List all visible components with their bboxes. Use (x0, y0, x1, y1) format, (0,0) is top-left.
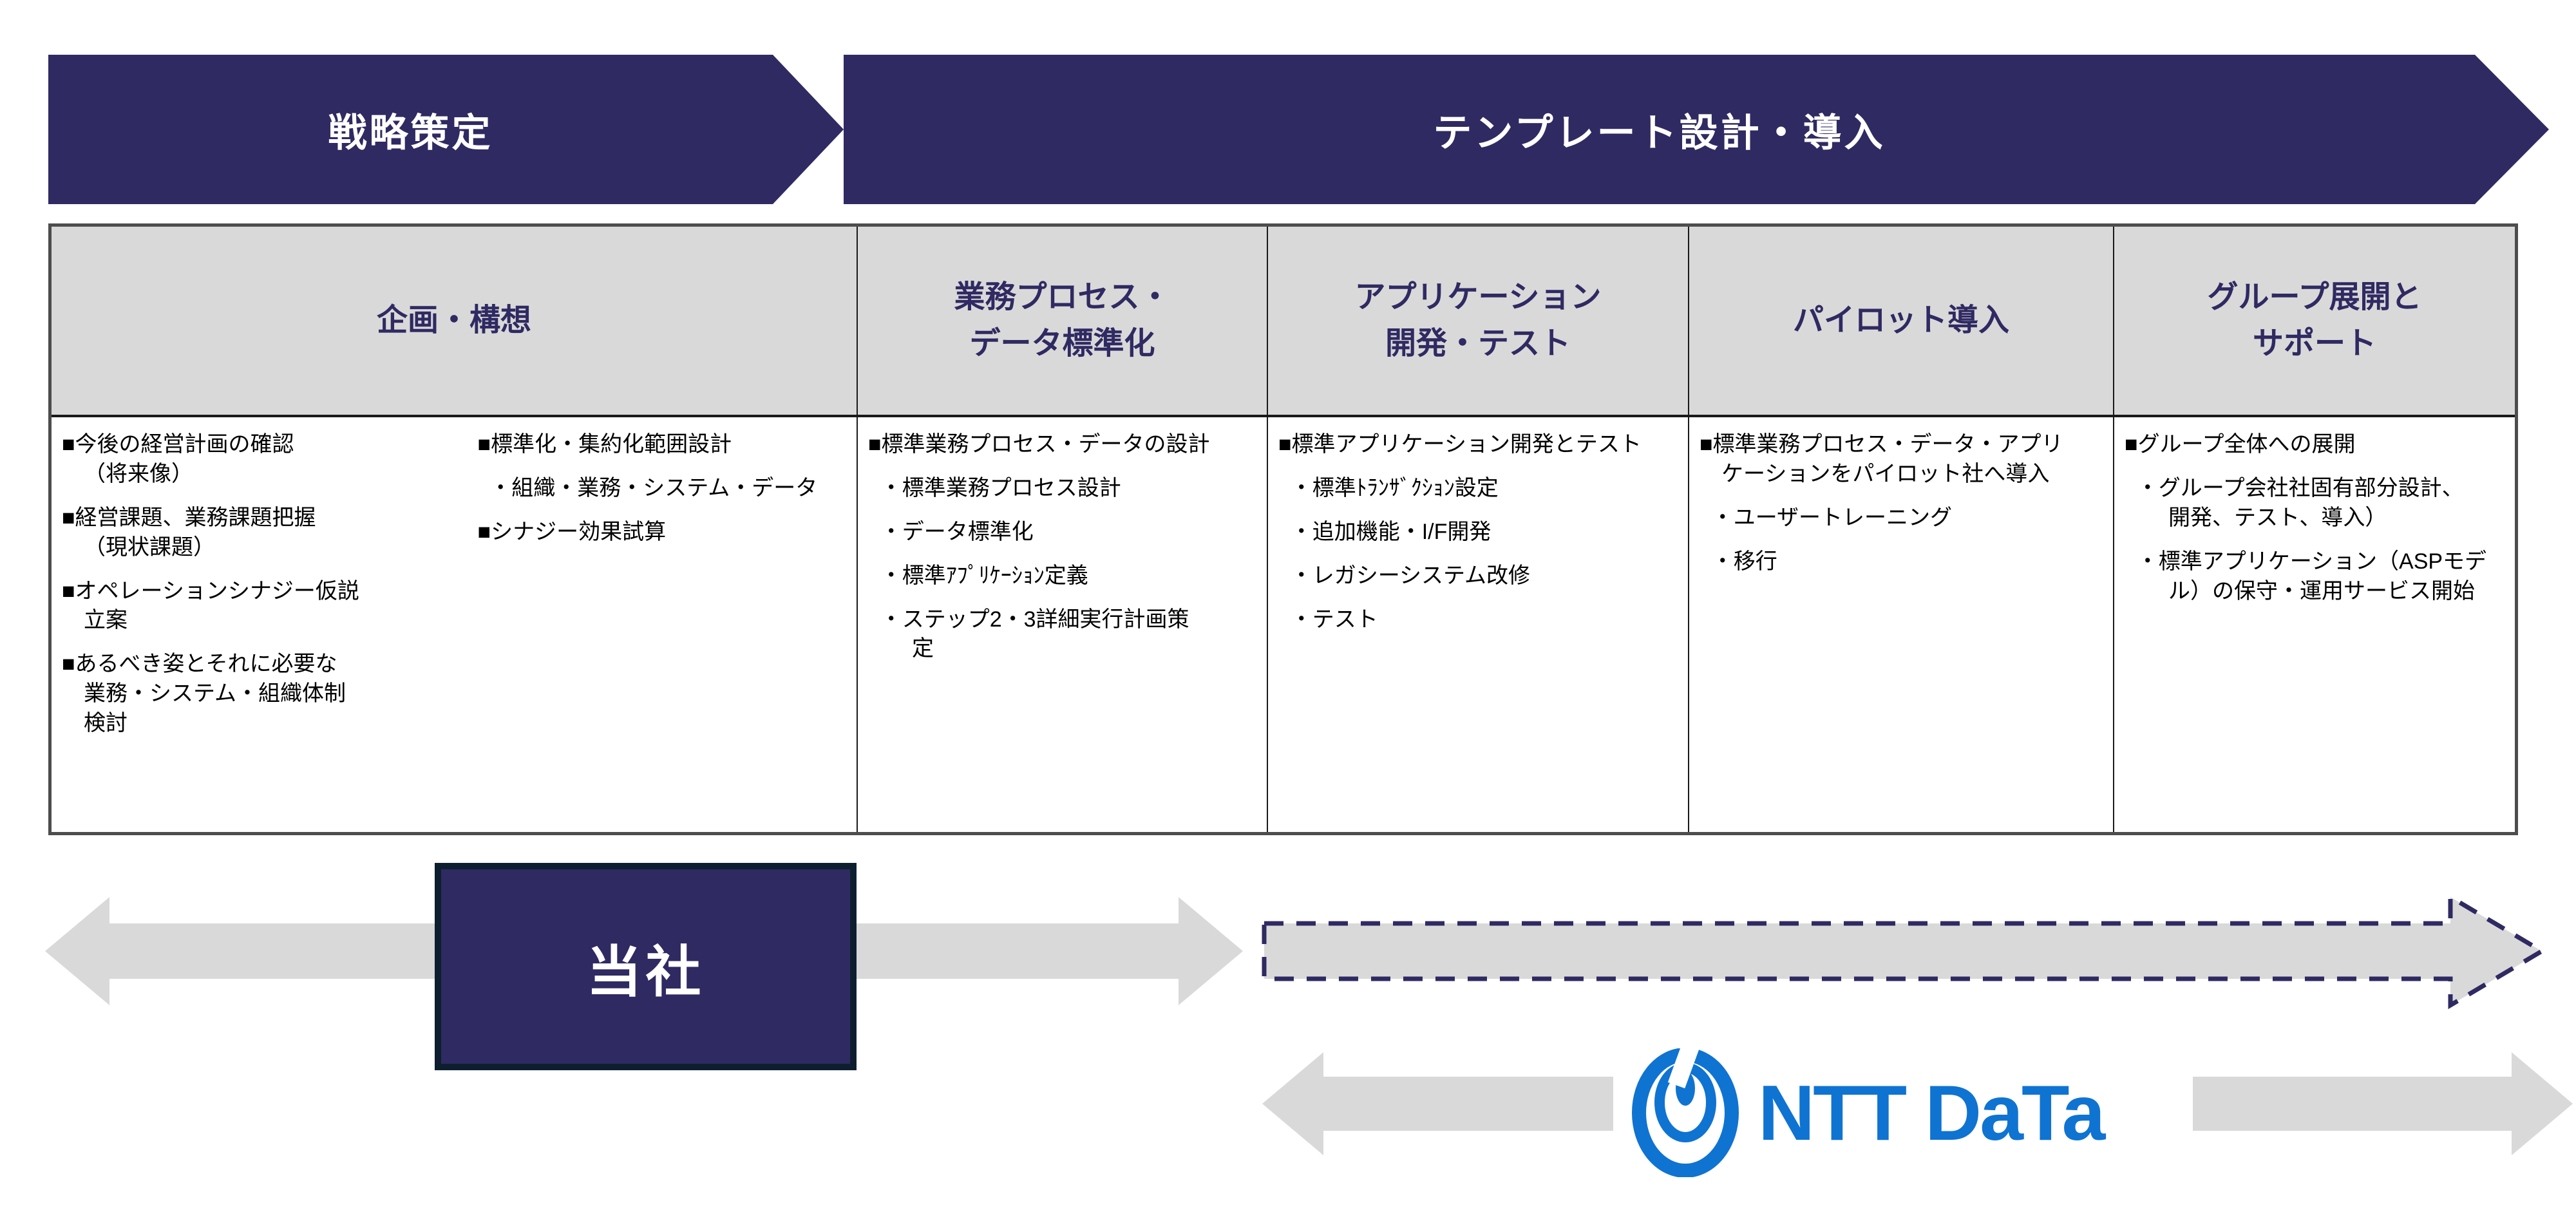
column-body: ■標準業務プロセス・データの設計・標準業務プロセス設計・データ標準化・標準ｱﾌﾟ… (858, 417, 1267, 832)
column-group-rollout: グループ展開と サポート ■グループ全体への展開・グループ会社社固有部分設計、 … (2114, 227, 2515, 832)
phase-table: 企画・構想 ■今後の経営計画の確認 （将来像） ■経営課題、業務課題把握 （現状課… (48, 223, 2518, 835)
column-header: 業務プロセス・ データ標準化 (858, 227, 1267, 417)
list-item: ・レガシーシステム改修 (1290, 563, 1531, 588)
list-item: ■オペレーションシナジー仮説 立案 (62, 578, 359, 633)
list-item: ■今後の経営計画の確認 （将来像） (62, 432, 294, 486)
list-item: ・データ標準化 (880, 519, 1034, 544)
logo-notch (1667, 1048, 1701, 1089)
column-header: アプリケーション 開発・テスト (1268, 227, 1688, 417)
column-body: ■標準業務プロセス・データ・アプリ ケーションをパイロット社へ導入・ユーザートレ… (1689, 417, 2113, 832)
list-item: ・組織・業務・システム・データ (489, 475, 818, 500)
ntt-data-logo-icon (1632, 1048, 1739, 1177)
planning-list-left: ■今後の経営計画の確認 （将来像） ■経営課題、業務課題把握 （現状課題） ■オペレ… (62, 430, 478, 819)
list-item: ■経営課題、業務課題把握 （現状課題） (62, 505, 316, 560)
column-body: ■グループ全体への展開・グループ会社社固有部分設計、 開発、テスト、導入） ・標準… (2114, 417, 2515, 832)
list-item: ・グループ会社社固有部分設計、 開発、テスト、導入） (2136, 475, 2464, 530)
list-item: ・標準業務プロセス設計 (880, 475, 1121, 500)
list-item: ・ステップ2・3詳細実行計画策 定 (880, 607, 1189, 661)
list-item: ・移行 (1711, 549, 1777, 574)
list-item: ■標準業務プロセス・データの設計 (868, 432, 1210, 457)
column-header: グループ展開と サポート (2114, 227, 2515, 417)
company-box: 当社 (435, 863, 857, 1070)
column-header: パイロット導入 (1689, 227, 2113, 417)
column-body: ■今後の経営計画の確認 （将来像） ■経営課題、業務課題把握 （現状課題） ■オペレ… (52, 417, 857, 832)
banner-template-design: テンプレート設計・導入 (844, 55, 2549, 204)
dashed-scope-arrow (1262, 893, 2546, 1010)
list-item: ■標準業務プロセス・データ・アプリ ケーションをパイロット社へ導入 (1700, 432, 2063, 486)
ntt-data-logo: NTT DaTa (1631, 1048, 2105, 1177)
list-item: ■標準アプリケーション開発とテスト (1278, 432, 1642, 457)
list-item: ・標準ｱﾌﾟﾘｹｰｼｮﾝ定義 (880, 563, 1088, 588)
ntt-data-scope-arrow (1262, 1047, 2573, 1160)
column-planning: 企画・構想 ■今後の経営計画の確認 （将来像） ■経営課題、業務課題把握 （現状課… (52, 227, 858, 832)
list-item: ■シナジー効果試算 (477, 519, 667, 544)
column-header: 企画・構想 (52, 227, 857, 417)
list-item: ■あるべき姿とそれに必要な 業務・システム・組織体制 検討 (62, 652, 346, 736)
list-item: ・標準ﾄﾗﾝｻﾞｸｼｮﾝ設定 (1290, 475, 1499, 500)
list-item: ■グループ全体への展開 (2125, 432, 2356, 457)
column-pilot: パイロット導入 ■標準業務プロセス・データ・アプリ ケーションをパイロット社へ導… (1689, 227, 2114, 832)
list-item: ・テスト (1290, 607, 1378, 632)
list-item: ・追加機能・I/F開発 (1290, 519, 1492, 544)
list-item: ・ユーザートレーニング (1711, 505, 1953, 530)
planning-list-right: ■標準化・集約化範囲設計・組織・業務・システム・データ ■シナジー効果試算 (478, 430, 846, 819)
list-item: ■標準化・集約化範囲設計 (477, 432, 732, 457)
banner-template-design-label: テンプレート設計・導入 (1433, 111, 1886, 155)
column-app-dev-test: アプリケーション 開発・テスト ■標準アプリケーション開発とテスト・標準ﾄﾗﾝｻ… (1268, 227, 1689, 832)
column-process-data-standardization: 業務プロセス・ データ標準化 ■標準業務プロセス・データの設計・標準業務プロセス… (858, 227, 1268, 832)
list-item: ・標準アプリケーション（ASPモデ ル）の保守・運用サービス開始 (2136, 549, 2487, 603)
banner-strategy: 戦略策定 (48, 55, 844, 204)
ntt-data-wordmark: NTT DaTa (1758, 1069, 2105, 1157)
column-body: ■標準アプリケーション開発とテスト・標準ﾄﾗﾝｻﾞｸｼｮﾝ設定・追加機能・I/F… (1268, 417, 1688, 832)
banner-strategy-label: 戦略策定 (328, 111, 493, 155)
company-box-label: 当社 (586, 941, 705, 1003)
